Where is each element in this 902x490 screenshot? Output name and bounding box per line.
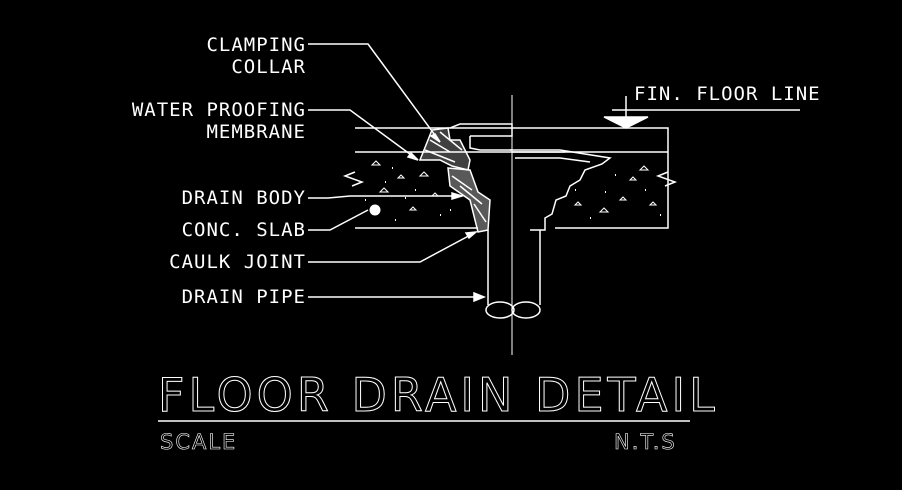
drawing-title: FLOOR DRAIN DETAIL bbox=[158, 368, 719, 422]
label-conc-slab: CONC. SLAB bbox=[181, 219, 306, 241]
grate bbox=[449, 123, 513, 137]
leader-conc-slab bbox=[308, 209, 369, 231]
label-drain-pipe: DRAIN PIPE bbox=[181, 286, 306, 308]
leader-clamping-collar bbox=[308, 43, 441, 143]
label-collar-line-2: COLLAR bbox=[231, 56, 306, 78]
label-floor-line: FIN. FLOOR LINE bbox=[634, 83, 821, 105]
drain-body-profile bbox=[510, 149, 612, 231]
leader-caulk-joint bbox=[308, 231, 477, 263]
label-membrane: WATER PROOFING MEMBRANE bbox=[132, 99, 306, 143]
label-clamping-collar: CLAMPING COLLAR bbox=[206, 34, 306, 78]
label-membrane-line-2: MEMBRANE bbox=[206, 121, 306, 143]
scale-label: SCALE bbox=[160, 430, 238, 455]
scale-value: N.T.S bbox=[614, 430, 677, 455]
leader-drain-body bbox=[308, 195, 462, 199]
label-membrane-line-1: WATER PROOFING bbox=[131, 99, 306, 121]
floor-line-triangle bbox=[603, 116, 649, 129]
leader-membrane bbox=[308, 109, 419, 161]
label-drain-body: DRAIN BODY bbox=[181, 187, 306, 209]
label-caulk-joint: CAULK JOINT bbox=[169, 251, 306, 273]
label-clamping-line-1: CLAMPING bbox=[206, 34, 306, 56]
pipe-end bbox=[485, 301, 515, 319]
concrete-aggregate bbox=[365, 160, 661, 221]
break-mark-left bbox=[342, 171, 365, 187]
break-mark-right bbox=[655, 171, 678, 187]
